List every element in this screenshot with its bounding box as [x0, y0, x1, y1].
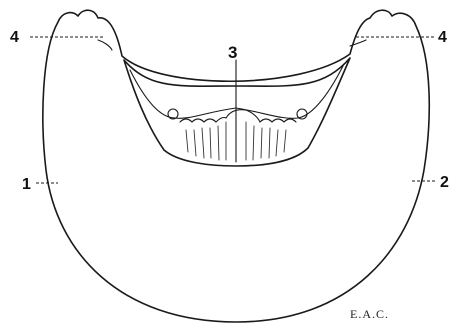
artist-signature: E.A.C.	[350, 307, 389, 321]
right-tip-detail	[350, 40, 366, 46]
label-3-center: 3	[228, 43, 237, 62]
label-2-right: 2	[440, 174, 449, 191]
right-bulb	[297, 109, 307, 119]
label-4-right: 4	[438, 29, 447, 46]
inner-cavity-outline	[124, 58, 350, 166]
label-1-left: 1	[22, 176, 31, 193]
label-4-left: 4	[10, 29, 19, 46]
left-tip-detail	[98, 40, 112, 50]
